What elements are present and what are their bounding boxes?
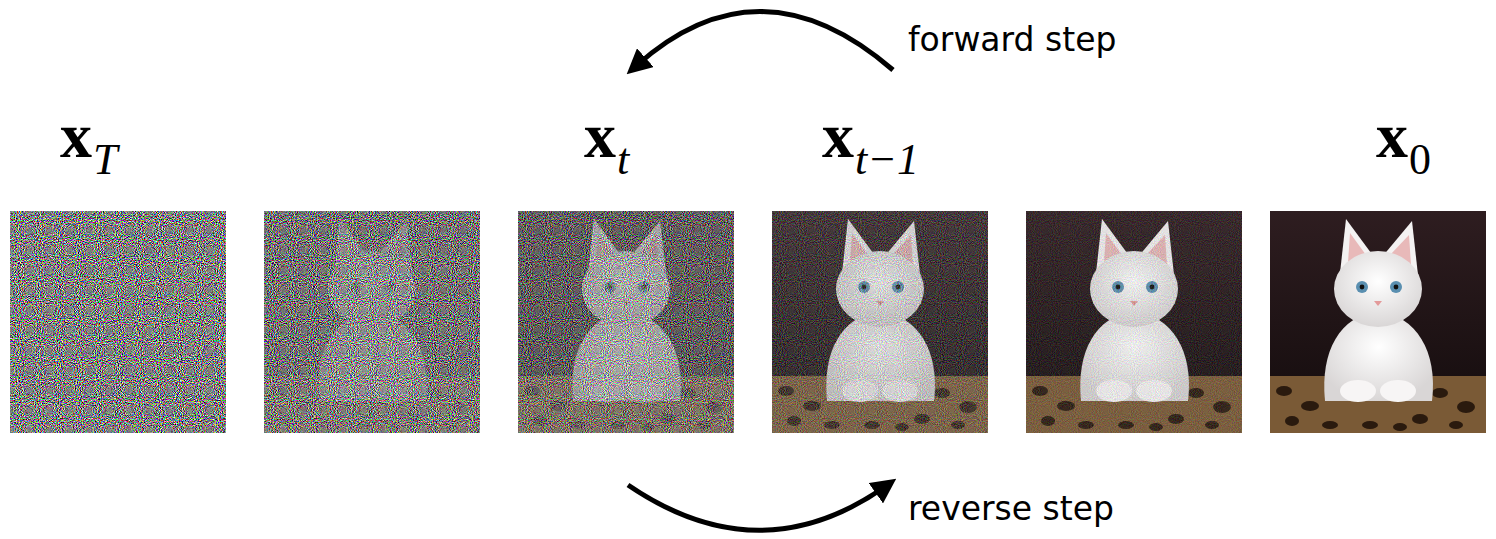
- variable-symbol: x: [1376, 104, 1408, 168]
- step-label: reverse step: [908, 492, 1114, 525]
- step-label: forward step: [908, 23, 1116, 56]
- variable-subscript: t−1: [855, 138, 919, 182]
- variable-symbol: x: [60, 104, 92, 168]
- variable-subscript: T: [93, 138, 117, 182]
- reverse-arrow: [628, 485, 886, 530]
- forward-arrow: [636, 11, 893, 70]
- variable-subscript: t: [617, 138, 629, 182]
- variable-symbol: x: [822, 104, 854, 168]
- variable-subscript: 0: [1409, 138, 1431, 182]
- variable-symbol: x: [584, 104, 616, 168]
